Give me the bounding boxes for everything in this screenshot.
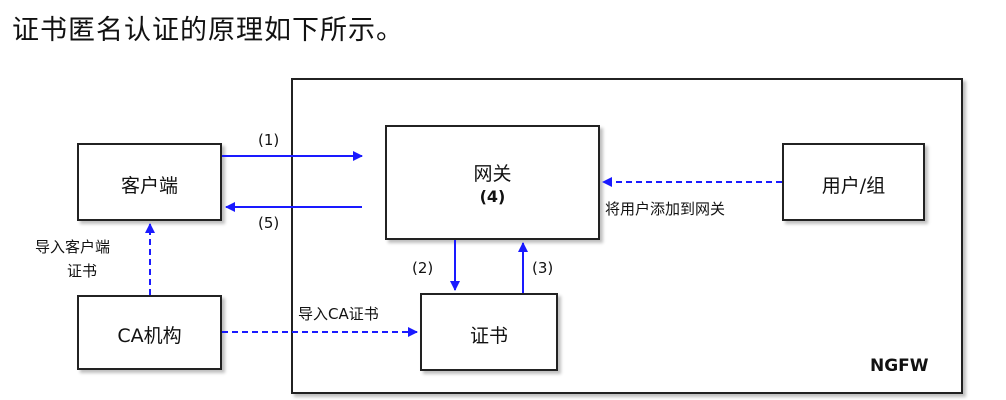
gateway-box: 网关 (4)	[385, 125, 600, 240]
ngfw-label: NGFW	[870, 356, 929, 376]
client-label: 客户端	[120, 175, 178, 197]
user-group-box: 用户/组	[782, 143, 925, 221]
certificate-box: 证书	[420, 293, 558, 371]
step1-label: (1)	[258, 131, 280, 149]
ca-label: CA机构	[117, 325, 182, 347]
client-box: 客户端	[77, 143, 222, 221]
step2-label: (2)	[412, 259, 434, 277]
step5-label: (5)	[258, 214, 280, 232]
step3-label: (3)	[532, 259, 554, 277]
certificate-label: 证书	[469, 325, 508, 347]
import-client-cert-label-1: 导入客户端	[35, 238, 111, 256]
ca-box: CA机构	[77, 295, 222, 370]
import-ca-cert-label: 导入CA证书	[298, 305, 379, 323]
page-heading: 证书匿名认证的原理如下所示。	[12, 15, 404, 46]
user-group-label: 用户/组	[821, 175, 886, 197]
add-user-label: 将用户添加到网关	[605, 200, 726, 218]
gateway-step-label: (4)	[479, 187, 506, 206]
gateway-label: 网关	[473, 163, 512, 185]
import-client-cert-label-2: 证书	[67, 262, 98, 280]
